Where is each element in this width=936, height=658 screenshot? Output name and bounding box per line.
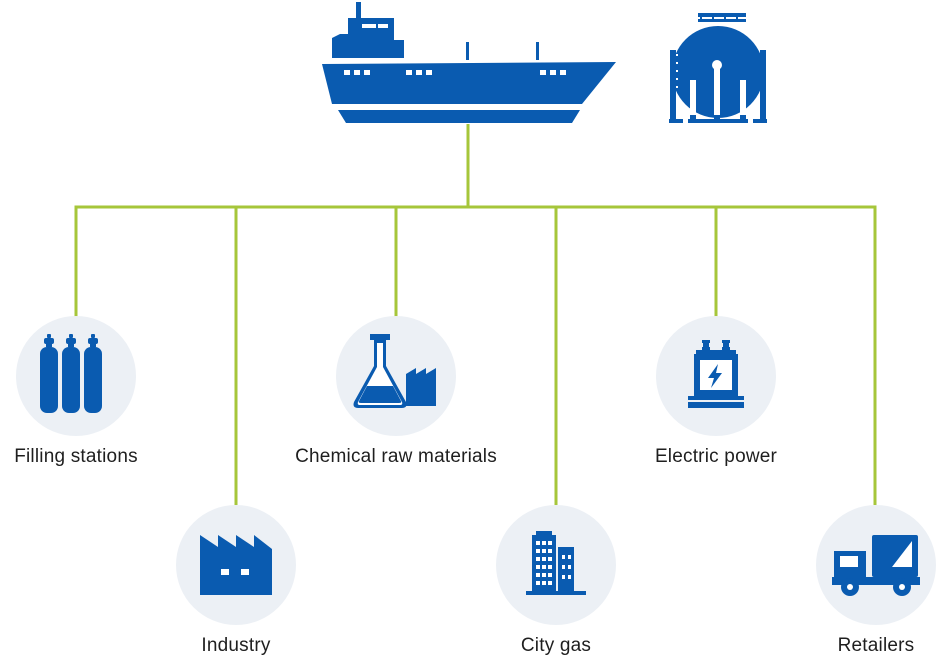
city-gas-circle bbox=[496, 505, 616, 625]
electric-power-circle bbox=[656, 316, 776, 436]
spherical-tank-icon bbox=[669, 13, 767, 123]
factory-icon bbox=[200, 535, 272, 595]
flask-factory-icon bbox=[353, 334, 436, 408]
retailers-circle bbox=[816, 505, 936, 625]
ship-icon bbox=[322, 2, 616, 123]
node-label: City gas bbox=[520, 635, 592, 656]
buildings-icon bbox=[526, 531, 586, 595]
transformer-icon bbox=[688, 340, 744, 408]
chemical-raw-materials-circle bbox=[336, 316, 456, 436]
node-label: Chemical raw materials bbox=[295, 446, 497, 467]
filling-stations-circle bbox=[16, 316, 136, 436]
node-label: Retailers bbox=[837, 635, 915, 656]
industry-circle bbox=[176, 505, 296, 625]
node-label: Electric power bbox=[654, 446, 778, 467]
node-label: Industry bbox=[201, 635, 271, 656]
node-label: Filling stations bbox=[14, 446, 138, 467]
gas-cylinders-icon bbox=[40, 334, 102, 413]
truck-icon bbox=[832, 535, 920, 596]
